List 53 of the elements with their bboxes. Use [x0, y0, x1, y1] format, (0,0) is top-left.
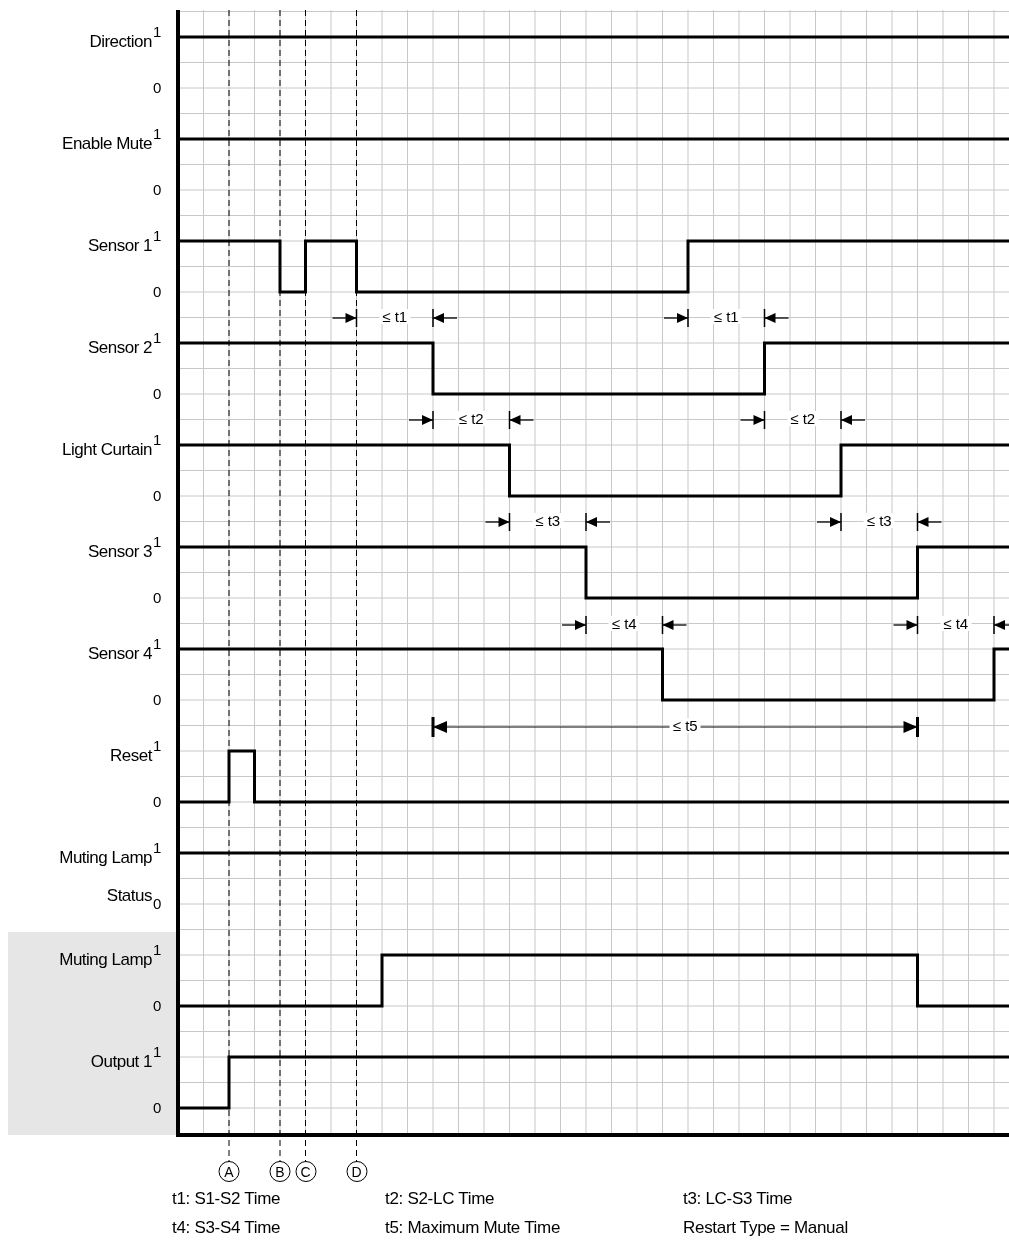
signal-label: Direction: [89, 33, 152, 50]
signal-label: Sensor 3: [87, 543, 152, 560]
signal-label: Output 1: [90, 1053, 152, 1070]
timing-label: ≤ t4: [608, 616, 640, 631]
signal-label: Reset: [110, 747, 152, 764]
legend-text: t1: S1-S2 Time: [172, 1190, 281, 1207]
signal-label: Muting Lamp: [59, 849, 152, 866]
legend-text: t4: S3-S4 Time: [172, 1219, 281, 1236]
level-label: 1: [153, 330, 162, 345]
signal-label: Muting Lamp: [59, 951, 152, 968]
marker-label: B: [269, 1161, 291, 1182]
marker-label: A: [218, 1161, 240, 1182]
timing-label: ≤ t2: [787, 411, 819, 426]
signal-label: Sensor 4: [87, 645, 152, 662]
timing-label: ≤ t2: [455, 411, 487, 426]
level-label: 0: [153, 284, 162, 299]
level-label: 1: [153, 636, 162, 651]
timing-label: ≤ t3: [532, 513, 564, 528]
level-label: 1: [153, 1044, 162, 1059]
level-label: 0: [153, 998, 162, 1013]
level-label: 0: [153, 488, 162, 503]
level-label: 0: [153, 182, 162, 197]
level-label: 1: [153, 126, 162, 141]
legend-text: t3: LC-S3 Time: [683, 1190, 793, 1207]
level-label: 0: [153, 692, 162, 707]
level-label: 1: [153, 942, 162, 957]
level-label: 0: [153, 1100, 162, 1115]
signal-label: Enable Mute: [62, 135, 152, 152]
marker-label: C: [295, 1161, 316, 1182]
signal-label: Sensor 1: [87, 237, 152, 254]
level-label: 0: [153, 794, 162, 809]
timing-label: ≤ t3: [863, 513, 895, 528]
level-label: 1: [153, 738, 162, 753]
timing-label: ≤ t1: [710, 309, 742, 324]
signal-label: Light Curtain: [62, 441, 152, 458]
legend-text: Restart Type = Manual: [683, 1219, 848, 1236]
legend-text: t5: Maximum Mute Time: [385, 1219, 561, 1236]
level-label: 0: [153, 80, 162, 95]
level-label: 1: [153, 534, 162, 549]
level-label: 1: [153, 228, 162, 243]
level-label: 1: [153, 24, 162, 39]
signal-label: Sensor 2: [87, 339, 152, 356]
level-label: 1: [153, 432, 162, 447]
level-label: 0: [153, 386, 162, 401]
timing-label: ≤ t5: [669, 718, 701, 733]
level-label: 0: [153, 590, 162, 605]
level-label: 1: [153, 840, 162, 855]
legend-text: t2: S2-LC Time: [385, 1190, 495, 1207]
level-label: 0: [153, 896, 162, 911]
signal-label: Status: [106, 887, 152, 904]
marker-label: D: [346, 1161, 367, 1182]
timing-label: ≤ t4: [940, 616, 972, 631]
timing-label: ≤ t1: [379, 309, 411, 324]
